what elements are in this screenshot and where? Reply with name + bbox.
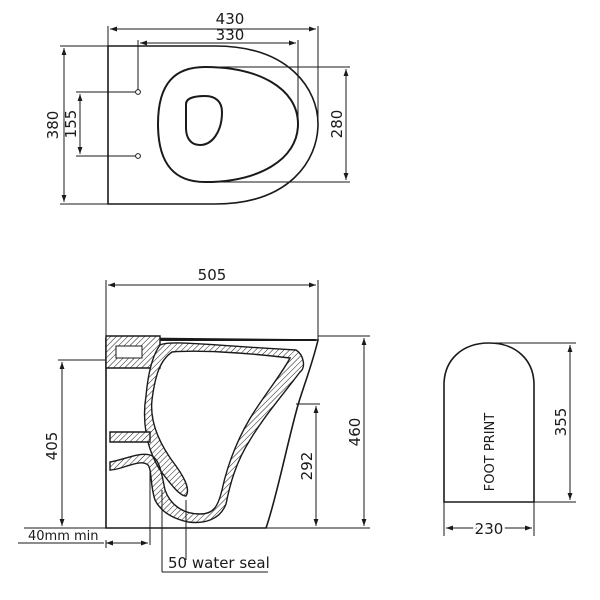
footprint-label: FOOT PRINT: [483, 413, 498, 491]
dim-label-330: 330: [216, 26, 245, 44]
dim-label-355: 355: [552, 408, 570, 437]
dim-label-430: 430: [216, 10, 245, 28]
dim-label-405: 405: [43, 432, 61, 461]
footprint-view: FOOT PRINT 355 230: [443, 342, 576, 541]
dim-label-505: 505: [198, 266, 227, 284]
dim-label-230: 230: [475, 520, 504, 538]
dim-label-155: 155: [62, 110, 80, 139]
side-view-bowl-wall: [109, 342, 305, 524]
dim-label-water-seal: 50 water seal: [168, 554, 270, 572]
top-view: 430 330 380 155 280: [44, 10, 350, 205]
top-view-outlet: [185, 94, 224, 147]
side-view-trap: [109, 431, 151, 443]
dim-label-380: 380: [44, 111, 62, 140]
dim-label-40mm: 40mm min: [28, 529, 99, 544]
dim-label-460: 460: [346, 418, 364, 447]
top-view-outline: [107, 45, 319, 205]
dim-label-292: 292: [298, 452, 316, 481]
side-view: 505 460 292 405 40mm min 50 water seal: [18, 266, 370, 573]
side-view-fixing-slot: [115, 345, 143, 359]
dim-label-280: 280: [328, 110, 346, 139]
